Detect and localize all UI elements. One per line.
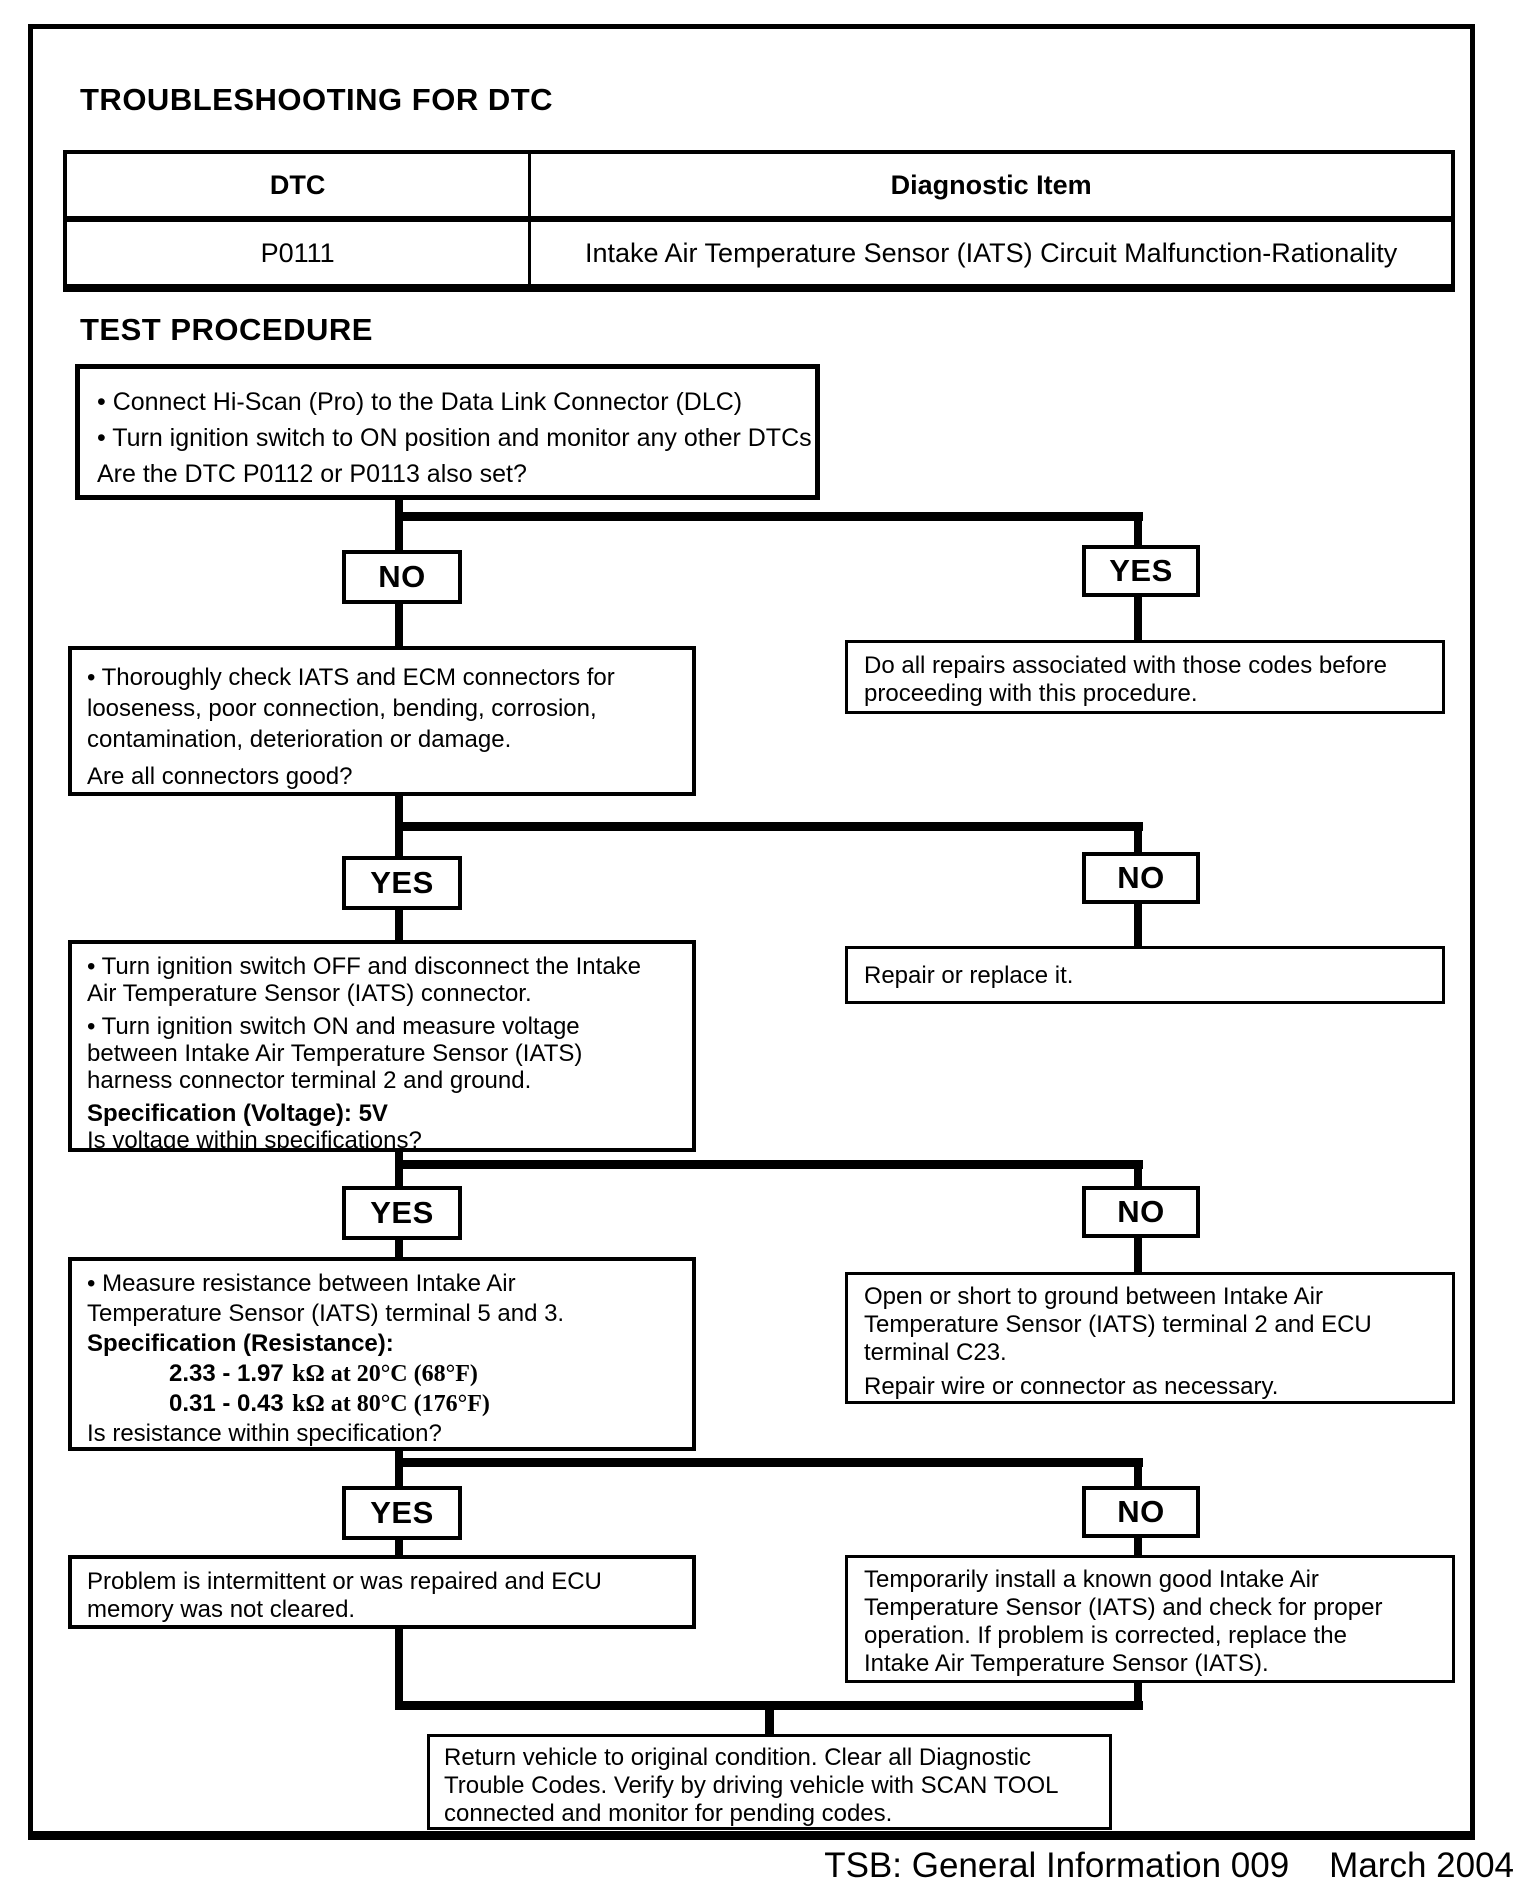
flow-step-2-box: • Thoroughly check IATS and ECM connecto… — [68, 646, 696, 796]
yes-label-3: YES — [342, 1186, 462, 1240]
step3-line: harness connector terminal 2 and ground. — [87, 1067, 532, 1094]
connector-line — [1134, 902, 1142, 948]
yes-label-4: YES — [342, 1486, 462, 1540]
diagnostic-item-column-header: Diagnostic Item — [528, 150, 1455, 222]
result-line: proceeding with this procedure. — [864, 680, 1198, 707]
step3-spec: Specification (Voltage): 5V — [87, 1100, 388, 1127]
step4-question: Is resistance within specification? — [87, 1420, 442, 1447]
step2-line: • Thoroughly check IATS and ECM connecto… — [87, 664, 615, 691]
dtc-table-row: P0111 Intake Air Temperature Sensor (IAT… — [63, 217, 1455, 290]
result-line: terminal C23. — [864, 1339, 1007, 1366]
result-line: Open or short to ground between Intake A… — [864, 1283, 1323, 1310]
dtc-table-header-row: DTC Diagnostic Item — [63, 150, 1455, 222]
yes-label-1: YES — [1082, 545, 1200, 597]
final-line: Trouble Codes. Verify by driving vehicle… — [444, 1772, 1059, 1799]
result-line: Temporarily install a known good Intake … — [864, 1566, 1319, 1593]
footer-date: March 2004 — [1329, 1846, 1514, 1885]
footer-tsb-reference: TSB: General Information 009 — [824, 1846, 1290, 1885]
connector-line — [395, 512, 1143, 521]
step3-line: • Turn ignition switch OFF and disconnec… — [87, 953, 642, 980]
repair-or-replace-box: Repair or replace it. — [845, 946, 1445, 1004]
resistance-unit: kΩ at 20°C (68°F) — [292, 1361, 478, 1387]
connector-line — [395, 908, 403, 942]
page-border — [28, 24, 1475, 1840]
connector-line — [395, 500, 403, 516]
final-line: Return vehicle to original condition. Cl… — [444, 1744, 1031, 1771]
step4-spec-value: 2.33 - 1.97 kΩ at 20°C (68°F) — [87, 1359, 682, 1389]
connector-line — [1134, 1536, 1142, 1557]
step2-line: contamination, deterioration or damage. — [87, 726, 512, 753]
final-step-box: Return vehicle to original condition. Cl… — [427, 1734, 1112, 1830]
no-label-3: NO — [1082, 1186, 1200, 1238]
install-known-good-sensor-box: Temporarily install a known good Intake … — [845, 1555, 1455, 1683]
no-label-1: NO — [342, 550, 462, 604]
connector-line — [1134, 829, 1142, 854]
resistance-range: 0.31 - 0.43 — [169, 1390, 284, 1417]
result-line: Repair or replace it. — [864, 962, 1074, 989]
result-line: Temperature Sensor (IATS) and check for … — [864, 1594, 1383, 1621]
connector-line — [395, 1238, 403, 1259]
result-line: Repair wire or connector as necessary. — [864, 1373, 1279, 1400]
step2-question: Are all connectors good? — [87, 763, 353, 790]
step4-line: • Measure resistance between Intake Air — [87, 1270, 516, 1297]
yes-label-2: YES — [342, 856, 462, 910]
connector-line — [395, 519, 403, 552]
flow-step-3-box: • Turn ignition switch OFF and disconnec… — [68, 940, 696, 1152]
connector-line — [395, 1538, 403, 1557]
connector-line — [395, 1701, 1143, 1710]
connector-line — [395, 1167, 403, 1188]
connector-line — [395, 1150, 403, 1166]
step4-spec-heading: Specification (Resistance): — [87, 1330, 394, 1357]
connector-line — [395, 1449, 403, 1464]
open-short-box: Open or short to ground between Intake A… — [845, 1272, 1455, 1404]
connector-line — [395, 1465, 403, 1488]
step1-line: • Connect Hi-Scan (Pro) to the Data Link… — [97, 388, 743, 416]
footer: TSB: General Information 009 March 2004 — [824, 1846, 1514, 1886]
flow-step-1-box: • Connect Hi-Scan (Pro) to the Data Link… — [75, 364, 820, 500]
connector-line — [765, 1708, 774, 1736]
dtc-code-cell: P0111 — [63, 217, 532, 290]
step3-line: Air Temperature Sensor (IATS) connector. — [87, 980, 532, 1007]
result-line: Temperature Sensor (IATS) terminal 2 and… — [864, 1311, 1372, 1338]
connector-line — [1134, 1681, 1142, 1707]
step2-line: looseness, poor connection, bending, cor… — [87, 695, 597, 722]
intermittent-problem-box: Problem is intermittent or was repaired … — [68, 1555, 696, 1629]
connector-line — [1134, 595, 1142, 642]
result-line: Do all repairs associated with those cod… — [864, 652, 1387, 679]
no-label-2: NO — [1082, 852, 1200, 904]
resistance-unit: kΩ at 80°C (176°F) — [292, 1391, 490, 1417]
dtc-column-header: DTC — [63, 150, 532, 222]
resistance-range: 2.33 - 1.97 — [169, 1360, 284, 1387]
connector-line — [395, 794, 403, 830]
step3-line: between Intake Air Temperature Sensor (I… — [87, 1040, 583, 1067]
connector-line — [395, 829, 403, 858]
connector-line — [395, 1458, 1143, 1467]
diagnostic-item-cell: Intake Air Temperature Sensor (IATS) Cir… — [528, 217, 1455, 290]
connector-line — [1134, 519, 1142, 547]
step4-line: Temperature Sensor (IATS) terminal 5 and… — [87, 1300, 565, 1327]
step3-question: Is voltage within specifications? — [87, 1127, 422, 1152]
no-label-4: NO — [1082, 1486, 1200, 1538]
connector-line — [395, 822, 1143, 831]
connector-line — [1134, 1236, 1142, 1274]
do-all-repairs-box: Do all repairs associated with those cod… — [845, 640, 1445, 714]
step1-line: • Turn ignition switch to ON position an… — [97, 424, 812, 452]
step3-line: • Turn ignition switch ON and measure vo… — [87, 1013, 580, 1040]
result-line: Intake Air Temperature Sensor (IATS). — [864, 1650, 1269, 1677]
page-title: TROUBLESHOOTING FOR DTC — [80, 82, 554, 117]
result-line: Problem is intermittent or was repaired … — [87, 1568, 602, 1595]
result-line: memory was not cleared. — [87, 1596, 356, 1623]
connector-line — [395, 1627, 403, 1705]
final-line: connected and monitor for pending codes. — [444, 1800, 893, 1827]
test-procedure-heading: TEST PROCEDURE — [80, 312, 373, 347]
connector-line — [395, 1160, 1143, 1169]
step1-question: Are the DTC P0112 or P0113 also set? — [97, 460, 527, 488]
flow-step-4-box: • Measure resistance between Intake Air … — [68, 1257, 696, 1451]
connector-line — [1134, 1465, 1142, 1488]
dtc-table: DTC Diagnostic Item P0111 Intake Air Tem… — [63, 150, 1455, 292]
step4-spec-value: 0.31 - 0.43 kΩ at 80°C (176°F) — [87, 1389, 682, 1419]
connector-line — [1134, 1167, 1142, 1188]
connector-line — [395, 600, 403, 648]
result-line: operation. If problem is corrected, repl… — [864, 1622, 1347, 1649]
